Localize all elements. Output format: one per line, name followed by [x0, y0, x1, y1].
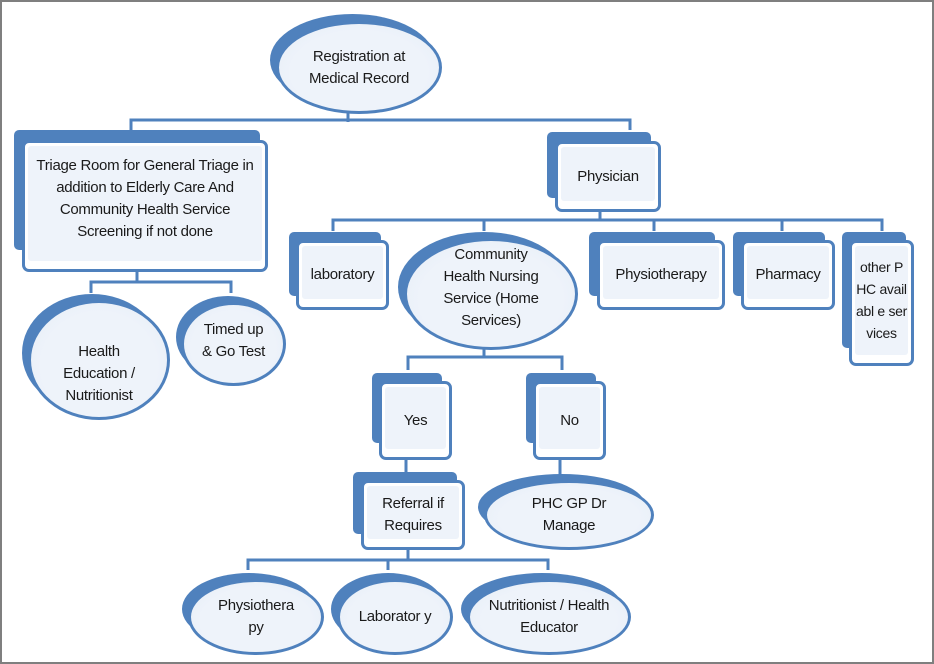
no-label: No [560, 411, 579, 429]
ref-physiotherapy-label: Physiothera py [218, 597, 294, 636]
node-laboratory: laboratory [289, 232, 389, 310]
connector-triage [89, 270, 233, 293]
node-registration: Registration at Medical Record [270, 14, 442, 114]
physiotherapy-label: Physiotherapy [615, 266, 707, 283]
node-community-nursing: Community Health Nursing Service (Home S… [398, 232, 578, 350]
community-nursing-label: Community Health Nursing Service (Home S… [443, 246, 539, 329]
triage-label: Triage Room for General Triage in additi… [36, 157, 254, 240]
node-physician: Physician [547, 132, 661, 212]
timed-up-go-label: Timed up & Go Test [202, 321, 265, 360]
connector-registration [129, 118, 632, 132]
ref-laboratory-label: Laborator y [358, 608, 432, 625]
node-ref-laboratory: Laborator y [331, 573, 453, 655]
connector-community [406, 348, 564, 370]
node-referral: Referral if Requires [353, 472, 465, 550]
node-timed-up-go: Timed up & Go Test [176, 296, 286, 386]
node-gp-manage: PHC GP Dr Manage [478, 474, 654, 550]
registration-label: Registration at Medical Record [308, 47, 409, 87]
laboratory-label: laboratory [310, 266, 375, 283]
health-education-label: Health Education / Nutritionist [63, 343, 135, 404]
gp-manage-label: PHC GP Dr Manage [531, 495, 607, 534]
other-services-label: other PHC availabl e services [856, 259, 907, 341]
node-ref-nutritionist: Nutritionist / Health Educator [461, 573, 631, 655]
physician-label: Physician [577, 167, 639, 185]
node-physiotherapy: Physiotherapy [589, 232, 725, 310]
ref-nutritionist-label: Nutritionist / Health Educator [488, 597, 610, 636]
referral-label: Referral if Requires [382, 495, 444, 534]
connector-physician [331, 210, 884, 231]
pharmacy-label: Pharmacy [755, 266, 821, 283]
node-ref-physiotherapy: Physiothera py [182, 573, 324, 655]
node-triage: Triage Room for General Triage in additi… [14, 130, 268, 272]
yes-label: Yes [403, 411, 428, 429]
node-no: No [526, 373, 606, 460]
node-health-education: Health Education / Nutritionist [22, 294, 170, 420]
node-yes: Yes [372, 373, 452, 460]
node-pharmacy: Pharmacy [733, 232, 835, 310]
node-other-services: other PHC availabl e services [842, 232, 914, 366]
